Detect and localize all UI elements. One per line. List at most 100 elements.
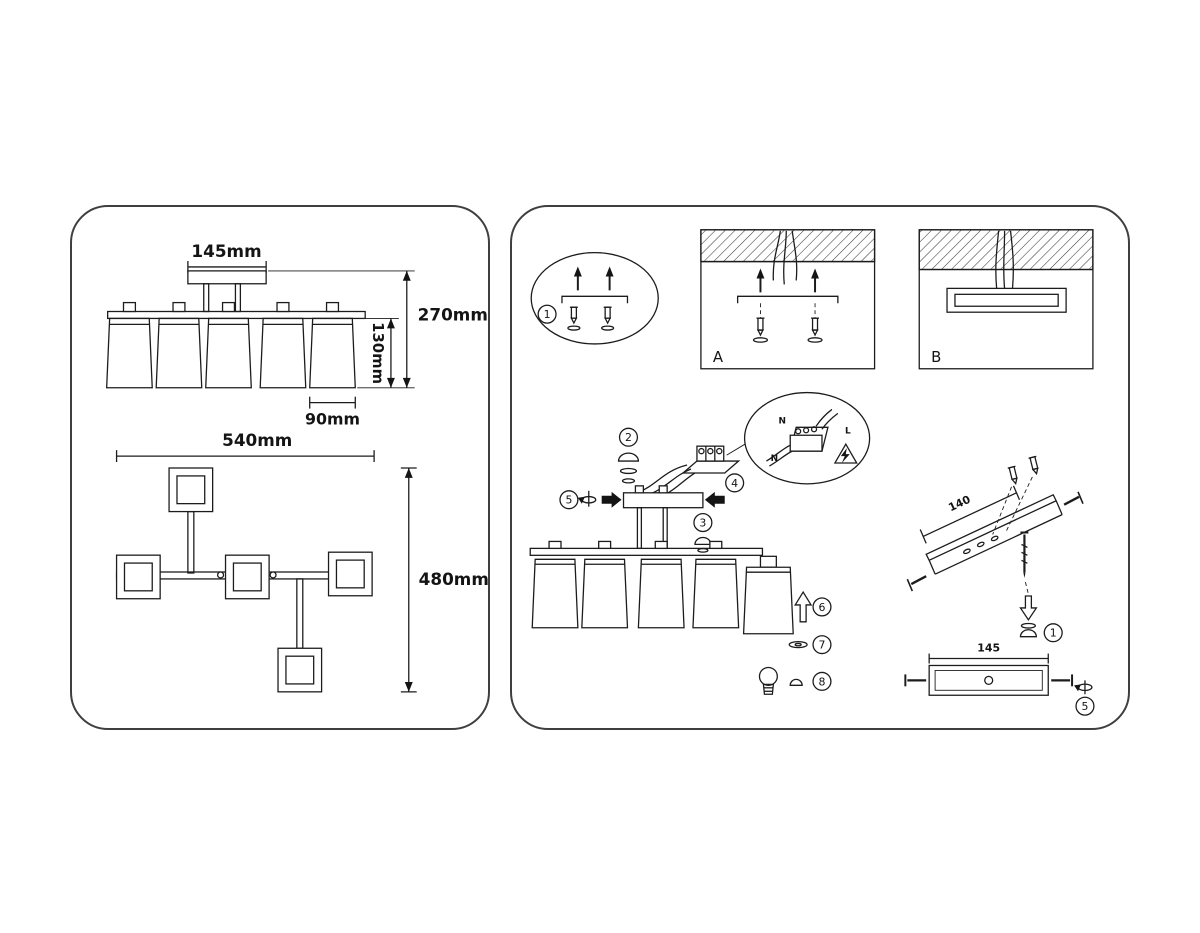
- shade-2: [581, 558, 629, 629]
- mounting-bracket-profile: [561, 295, 629, 304]
- step-2-label: 2: [625, 431, 632, 444]
- plan-shade-center: [224, 554, 270, 600]
- bracket-length-label: 140: [946, 493, 972, 515]
- washer-icon: [1020, 622, 1036, 629]
- dim-shade-height: 130mm: [357, 317, 399, 388]
- up-arrow-icon: [573, 266, 614, 291]
- screw-cap-icon: [694, 536, 712, 546]
- wire-l-label: L: [845, 426, 851, 436]
- dim-bracket-length: 140: [919, 485, 1021, 544]
- ceiling-section-a: A: [700, 229, 876, 370]
- bracket-bar: [925, 493, 1063, 575]
- shade-4: [259, 317, 307, 389]
- bulb-icon: [758, 666, 778, 695]
- plan-shade-right: [327, 551, 373, 597]
- fixture-front: [105, 270, 366, 389]
- canopy-bar: [622, 485, 704, 550]
- wiring-detail-bubble: N L N: [743, 391, 871, 485]
- finial-cap-icon: [789, 678, 803, 686]
- step-8-label: 8: [819, 675, 826, 688]
- wire-n-bottom-label: N: [771, 454, 778, 464]
- ceiling-hatch: [700, 229, 876, 263]
- side-screw-icon: [904, 674, 1074, 687]
- step-2-badge: 2: [618, 427, 639, 447]
- installation-drawing: 1: [529, 229, 1095, 716]
- ceiling-wires: [995, 230, 1014, 289]
- dim-plan-depth: 480mm: [400, 467, 488, 693]
- step-3-badge: 3: [693, 513, 713, 533]
- shade-3: [205, 317, 252, 389]
- plan-view-drawing: 540mm: [115, 430, 488, 693]
- wall-plug-icon: [1007, 465, 1018, 486]
- step-6-label: 6: [819, 601, 826, 614]
- wire-n-top-label: N: [779, 416, 786, 426]
- washer-icon: [788, 641, 808, 649]
- shade-5: [309, 317, 356, 389]
- step1-anchor-bubble: 1: [530, 252, 659, 345]
- washer-icon: [619, 467, 638, 475]
- dim-bracket-front: 145: [928, 642, 1049, 664]
- wall-plug-icon: [1028, 455, 1039, 476]
- step-5-label: 5: [565, 494, 572, 507]
- terminal-block: [681, 445, 741, 474]
- plan-shade-left: [115, 554, 161, 600]
- step-5-badge: 5: [1075, 696, 1095, 716]
- step-1-label-b: 1: [1050, 627, 1057, 640]
- step-1-badge: 1: [537, 304, 557, 324]
- step-5-badge: 5: [559, 490, 579, 510]
- dim-shade-width: 90mm: [305, 396, 360, 428]
- up-arrow-icon: [756, 268, 820, 293]
- step-5-label-b: 5: [1081, 700, 1088, 713]
- shade-1: [531, 558, 579, 629]
- step-7-badge: 7: [812, 635, 832, 655]
- installation-panel: 1: [510, 205, 1130, 730]
- section-b-label: B: [931, 348, 941, 366]
- drop-down-arrow-icon: [1019, 595, 1038, 621]
- long-screw-icon: [1020, 531, 1029, 579]
- bracket-isometric: 140: [906, 455, 1084, 643]
- mounted-bracket: [946, 287, 1067, 313]
- nut-icon: [621, 478, 636, 484]
- shade-3: [637, 558, 685, 629]
- lift-up-arrow-icon: [794, 590, 813, 623]
- chandelier-assembly: 6 7 8: [529, 540, 832, 695]
- step-3-label: 3: [699, 517, 706, 530]
- push-left-arrow-icon: [704, 491, 725, 508]
- dimensions-panel: 145mm: [70, 205, 490, 730]
- canopy-assembly: 2: [559, 391, 871, 553]
- dim-canopy-width: 145mm: [187, 241, 267, 273]
- step-8-badge: 8: [812, 671, 832, 691]
- dim-total-height: 270mm: [268, 270, 488, 389]
- screw-cap-icon: [617, 452, 640, 462]
- mounting-bracket-profile: [736, 295, 839, 304]
- ceiling-section-b: B: [918, 229, 1094, 370]
- step-7-label: 7: [819, 639, 826, 652]
- dim-plan-width-label: 540mm: [222, 430, 292, 450]
- plan-shade-top: [168, 467, 214, 513]
- screw-cap-icon: [1019, 629, 1037, 638]
- step-1-label: 1: [544, 308, 551, 321]
- bracket-front-length-label: 145: [977, 642, 1000, 655]
- ceiling-wires: [772, 230, 798, 285]
- dim-shade-height-label: 130mm: [369, 322, 387, 384]
- dim-plan-depth-label: 480mm: [419, 569, 488, 589]
- washer-icon: [697, 547, 709, 553]
- fixture-plan: [115, 467, 373, 693]
- wall-plug-icon: [752, 317, 823, 343]
- plan-shade-bottom: [277, 647, 323, 693]
- electric-warning-icon: [833, 442, 858, 464]
- step-4-badge: 4: [725, 473, 745, 493]
- dimensions-drawing: 145mm: [105, 241, 488, 693]
- bracket-front-view: 145: [904, 642, 1095, 716]
- dim-plan-width: 540mm: [115, 430, 375, 463]
- dim-shade-width-label: 90mm: [305, 409, 360, 428]
- rotate-icon: [1074, 680, 1093, 695]
- step-6-badge: 6: [812, 597, 832, 617]
- shade-4: [692, 558, 740, 629]
- rotate-icon: [577, 490, 597, 507]
- section-a-label: A: [713, 348, 724, 366]
- dim-total-height-label: 270mm: [418, 304, 488, 324]
- shade-2: [155, 317, 203, 389]
- shade-1: [105, 317, 153, 389]
